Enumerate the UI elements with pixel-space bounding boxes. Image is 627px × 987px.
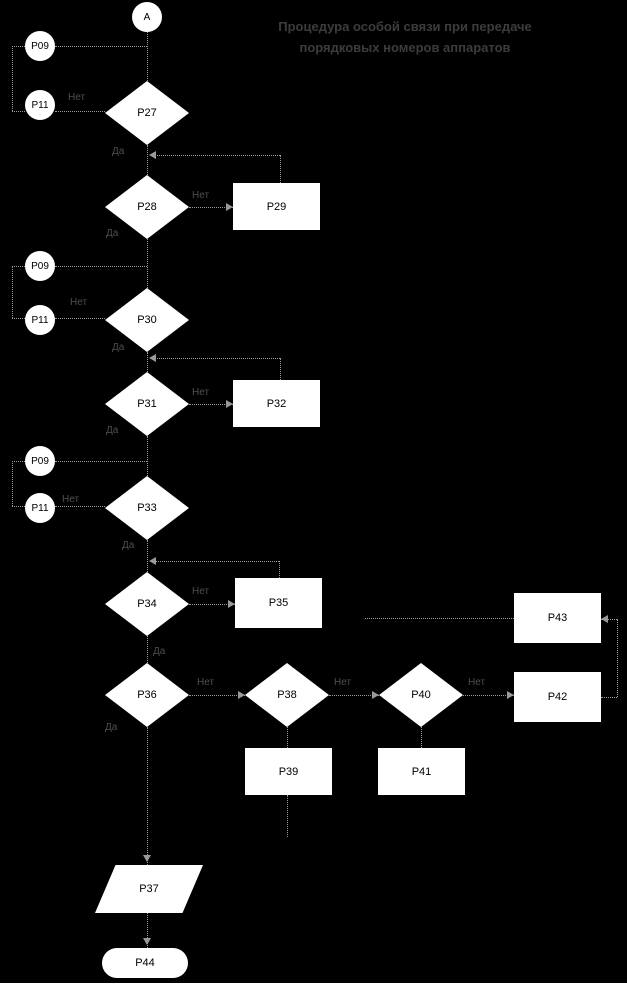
edge-p40-p41 bbox=[421, 727, 422, 748]
arrow-loop1 bbox=[149, 151, 156, 159]
edge-p35-loop-h bbox=[155, 561, 279, 562]
edge-label-p33-no: Нет bbox=[62, 494, 80, 505]
edge-p09-1-main bbox=[55, 46, 147, 47]
edge-label-p36-yes: Да bbox=[105, 722, 118, 733]
diagram-title: Процедура особой связи при передаче поря… bbox=[240, 16, 570, 58]
connector-p11-2: P11 bbox=[25, 305, 55, 335]
decision-p33: P33 bbox=[105, 476, 189, 540]
connector-p09-3: P09 bbox=[25, 446, 55, 476]
edge-p29-loop-v bbox=[280, 155, 281, 183]
edge-p42-p43-v bbox=[617, 619, 618, 697]
io-p37: P37 bbox=[95, 865, 203, 913]
arrow-loop2 bbox=[149, 354, 156, 362]
edge-p38-p39 bbox=[287, 727, 288, 748]
edge-p11-3-p33 bbox=[55, 506, 105, 507]
bracket-1b bbox=[12, 46, 13, 111]
bracket-2a bbox=[12, 266, 25, 267]
page-bottom-strip bbox=[0, 983, 627, 987]
decision-p36: P36 bbox=[105, 663, 189, 727]
terminator-p44: P44 bbox=[102, 948, 188, 978]
decision-p38: P38 bbox=[245, 663, 329, 727]
edge-p39-out bbox=[287, 795, 288, 837]
edge-p38-p40 bbox=[329, 695, 379, 696]
decision-p27: P27 bbox=[105, 81, 189, 145]
process-p29: P29 bbox=[233, 183, 320, 230]
edge-p28-p30 bbox=[147, 239, 148, 288]
connector-p09-1: P09 bbox=[25, 31, 55, 61]
edge-p42-right bbox=[601, 697, 617, 698]
edge-p28-p29 bbox=[189, 207, 233, 208]
edge-p11-1-p27 bbox=[55, 111, 105, 112]
connector-a: A bbox=[132, 2, 162, 32]
bracket-3c bbox=[12, 506, 25, 507]
process-p42: P42 bbox=[514, 672, 601, 722]
edge-label-p27-yes: Да bbox=[112, 146, 125, 157]
diagram-title-line1: Процедура особой связи при передаче bbox=[278, 19, 532, 34]
edge-return-p43 bbox=[365, 618, 514, 619]
bracket-1c bbox=[12, 111, 25, 112]
connector-p11-1: P11 bbox=[25, 90, 55, 120]
bracket-3b bbox=[12, 461, 13, 506]
edge-label-p28-yes: Да bbox=[106, 228, 119, 239]
edge-p34-p35 bbox=[189, 604, 235, 605]
connector-p09-2: P09 bbox=[25, 251, 55, 281]
edge-p31-p33 bbox=[147, 436, 148, 476]
decision-p34: P34 bbox=[105, 572, 189, 636]
edge-a-p27 bbox=[147, 32, 148, 81]
bracket-3a bbox=[12, 461, 25, 462]
bracket-1a bbox=[12, 46, 25, 47]
edge-p36-p37 bbox=[147, 727, 148, 865]
arrow-p32 bbox=[226, 400, 233, 408]
edge-label-p40-no: Нет bbox=[468, 677, 486, 688]
edge-p30-p31 bbox=[147, 352, 148, 372]
edge-label-p33-yes: Да bbox=[122, 540, 135, 551]
arrow-p37 bbox=[143, 855, 151, 862]
edge-p09-3-main bbox=[55, 461, 147, 462]
edge-p29-loop-h bbox=[155, 155, 280, 156]
edge-p32-loop-v bbox=[280, 358, 281, 380]
edge-label-p31-no: Нет bbox=[192, 387, 210, 398]
edge-p32-loop-h bbox=[155, 358, 280, 359]
edge-label-p34-no: Нет bbox=[192, 586, 210, 597]
arrow-p35 bbox=[228, 600, 235, 608]
process-p39: P39 bbox=[245, 748, 332, 795]
arrow-p40 bbox=[372, 691, 379, 699]
edge-p34-p36 bbox=[147, 636, 148, 663]
arrow-p38 bbox=[238, 691, 245, 699]
process-p35: P35 bbox=[235, 578, 322, 628]
process-p32: P32 bbox=[233, 380, 320, 427]
edge-label-p36-no: Нет bbox=[197, 677, 215, 688]
edge-label-p28-no: Нет bbox=[192, 190, 210, 201]
bracket-2b bbox=[12, 266, 13, 318]
edge-p27-p28 bbox=[147, 145, 148, 175]
edge-label-p30-yes: Да bbox=[112, 342, 125, 353]
edge-label-p38-no: Нет bbox=[334, 677, 352, 688]
arrow-p44 bbox=[143, 938, 151, 945]
decision-p40: P40 bbox=[379, 663, 463, 727]
edge-p11-2-p30 bbox=[55, 318, 105, 319]
edge-label-p30-no: Нет bbox=[70, 297, 88, 308]
edge-label-p27-no: Нет bbox=[68, 92, 86, 103]
diagram-title-line2: порядковых номеров аппаратов bbox=[299, 40, 511, 55]
process-p41: P41 bbox=[378, 748, 465, 795]
edge-p37-p44 bbox=[147, 913, 148, 948]
connector-p11-3: P11 bbox=[25, 493, 55, 523]
edge-p31-p32 bbox=[189, 404, 233, 405]
edge-p09-2-main bbox=[55, 266, 147, 267]
arrow-p42 bbox=[507, 691, 514, 699]
edge-p33-p34 bbox=[147, 540, 148, 572]
arrow-loop3 bbox=[149, 557, 156, 565]
edge-label-p34-yes: Да bbox=[153, 646, 166, 657]
bracket-2c bbox=[12, 318, 25, 319]
edge-p35-loop-v bbox=[279, 561, 280, 578]
arrow-p43 bbox=[601, 615, 608, 623]
edge-label-p31-yes: Да bbox=[106, 425, 119, 436]
edge-p43-right bbox=[601, 619, 617, 620]
process-p43: P43 bbox=[514, 593, 601, 643]
edge-p36-p38 bbox=[189, 695, 245, 696]
edge-p40-p42 bbox=[463, 695, 514, 696]
arrow-p29 bbox=[226, 203, 233, 211]
